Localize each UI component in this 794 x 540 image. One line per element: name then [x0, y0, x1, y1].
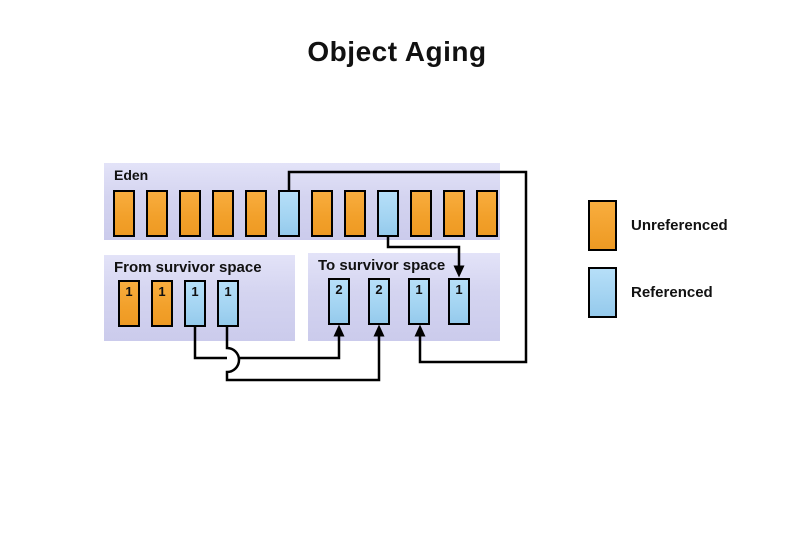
referenced-legend-label: Referenced	[631, 284, 713, 301]
unreferenced-block	[476, 190, 498, 237]
eden-region: Eden	[104, 163, 500, 240]
diagram-title: Object Aging	[307, 36, 487, 67]
legend-item-unreferenced: Unreferenced	[588, 200, 728, 251]
unreferenced-swatch	[588, 200, 617, 251]
referenced-block	[278, 190, 300, 237]
unreferenced-block	[179, 190, 201, 237]
referenced-block: 1	[217, 280, 239, 327]
from-survivor-label: From survivor space	[114, 259, 262, 276]
block-age-label: 1	[455, 282, 463, 297]
unreferenced-block	[344, 190, 366, 237]
unreferenced-block	[443, 190, 465, 237]
referenced-block: 1	[408, 278, 430, 325]
block-age-label: 1	[125, 284, 133, 299]
referenced-block: 1	[448, 278, 470, 325]
block-age-label: 1	[224, 284, 232, 299]
referenced-block	[377, 190, 399, 237]
to-survivor-region: To survivor space 2 2 1 1	[308, 253, 500, 341]
from-survivor-region: From survivor space 1 1 1 1	[104, 255, 295, 341]
unreferenced-block	[146, 190, 168, 237]
referenced-block: 2	[328, 278, 350, 325]
line-hop-gap	[227, 348, 239, 372]
eden-blocks	[113, 190, 498, 237]
to-survivor-blocks: 2 2 1 1	[328, 278, 470, 325]
block-age-label: 1	[158, 284, 166, 299]
block-age-label: 1	[191, 284, 199, 299]
unreferenced-legend-label: Unreferenced	[631, 217, 728, 234]
block-age-label: 2	[375, 282, 383, 297]
eden-label: Eden	[114, 167, 149, 183]
referenced-block: 2	[368, 278, 390, 325]
unreferenced-block: 1	[118, 280, 140, 327]
referenced-block: 1	[184, 280, 206, 327]
unreferenced-block	[311, 190, 333, 237]
from-survivor-blocks: 1 1 1 1	[118, 280, 239, 327]
unreferenced-block	[113, 190, 135, 237]
block-age-label: 1	[415, 282, 423, 297]
unreferenced-block: 1	[151, 280, 173, 327]
block-age-label: 2	[335, 282, 343, 297]
unreferenced-block	[245, 190, 267, 237]
referenced-swatch	[588, 267, 617, 318]
to-survivor-label: To survivor space	[318, 257, 446, 274]
unreferenced-block	[212, 190, 234, 237]
legend-item-referenced: Referenced	[588, 267, 713, 318]
unreferenced-block	[410, 190, 432, 237]
